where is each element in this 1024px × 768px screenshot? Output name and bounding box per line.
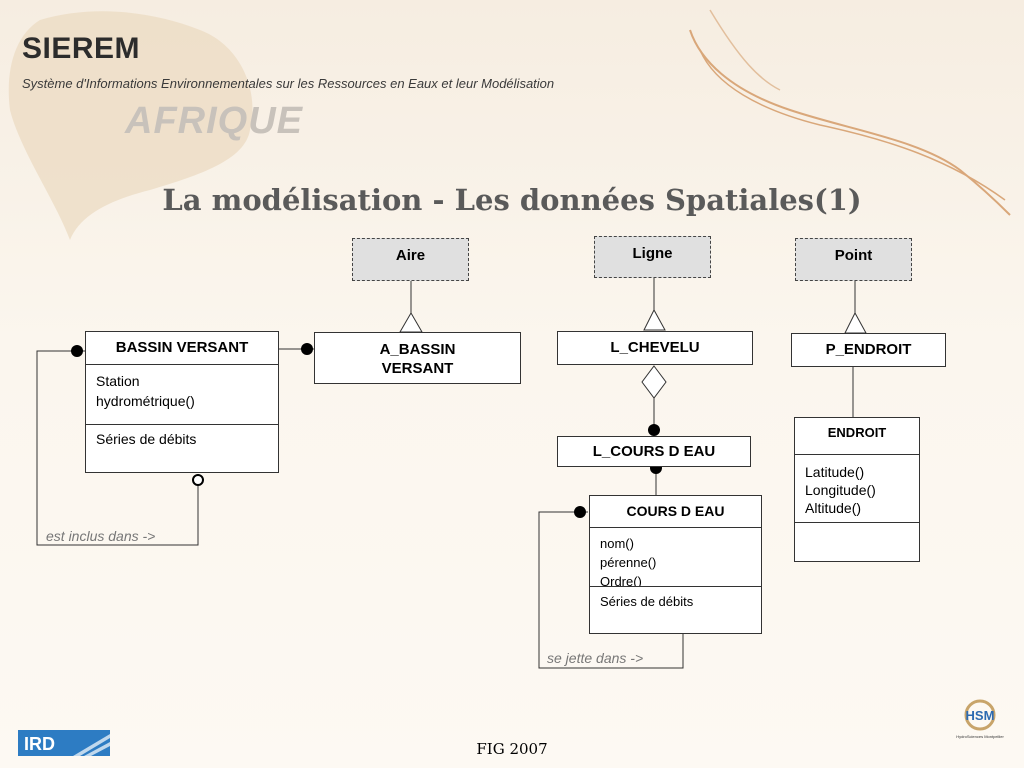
- method: Séries de débits: [96, 431, 197, 447]
- association-dot-cours: [574, 506, 586, 518]
- class-l-chevelu: L_CHEVELU: [557, 331, 753, 365]
- attribute: Station: [96, 373, 140, 389]
- class-name: BASSIN VERSANT: [115, 339, 249, 356]
- class-endroit: ENDROIT Latitude() Longitude() Altitude(…: [794, 417, 920, 562]
- attribute: Ordre(): [600, 574, 642, 586]
- class-attributes: Station hydrométrique(): [86, 364, 278, 424]
- river-curve-1: [689, 29, 1011, 216]
- class-name: COURS D EAU: [626, 503, 725, 519]
- brand-region: AFRIQUE: [125, 100, 303, 142]
- class-cours-d-eau: COURS D EAU nom() pérenne() Ordre() Séri…: [589, 495, 762, 634]
- brand-subtitle: Système d'Informations Environnementales…: [22, 76, 555, 91]
- attribute: pérenne(): [600, 555, 657, 570]
- method: Séries de débits: [600, 594, 694, 609]
- river-curve-2: [699, 49, 1006, 201]
- abstract-class-point: Point: [795, 238, 912, 281]
- abstract-class-label: Aire: [395, 247, 426, 264]
- class-p-endroit: P_ENDROIT: [791, 333, 946, 367]
- attribute: Longitude(): [805, 482, 876, 498]
- class-name: L_COURS D EAU: [592, 443, 716, 460]
- figure-caption: FIG 2007: [476, 740, 548, 758]
- hsm-logo: HSM HydroSciences Montpellier: [956, 699, 1004, 739]
- hsm-logo-text: HSM: [966, 708, 995, 723]
- class-name: L_CHEVELU: [610, 339, 700, 356]
- relation-label-cours: se jette dans ->: [547, 650, 644, 666]
- inheritance-arrow-aire: [399, 312, 423, 333]
- aggregation-diamond: [641, 365, 667, 399]
- class-l-cours-d-eau: L_COURS D EAU: [557, 436, 751, 467]
- inheritance-arrow-ligne: [643, 308, 666, 331]
- class-attributes: nom() pérenne() Ordre(): [590, 527, 761, 586]
- class-a-bassin-versant: A_BASSIN VERSANT: [314, 332, 521, 384]
- attribute: nom(): [600, 536, 634, 551]
- class-name-line: A_BASSIN: [379, 341, 456, 358]
- ird-logo: IRD: [18, 730, 110, 756]
- connector-cours-self: [538, 511, 684, 669]
- abstract-class-label: Point: [834, 247, 873, 264]
- association-optional-circle: [192, 474, 204, 486]
- africa-silhouette: [8, 11, 253, 240]
- inheritance-arrow-point: [844, 311, 867, 334]
- association-dot-abassin: [301, 343, 313, 355]
- attribute: Latitude(): [805, 464, 865, 480]
- relation-label-bassin: est inclus dans ->: [46, 528, 156, 544]
- connector-bassin-self: [36, 350, 199, 546]
- abstract-class-ligne: Ligne: [594, 236, 711, 278]
- class-name: P_ENDROIT: [825, 341, 912, 358]
- river-curve-3: [709, 9, 781, 91]
- hsm-logo-sub: HydroSciences Montpellier: [956, 734, 1004, 739]
- association-dot-lcours-top: [648, 424, 660, 436]
- class-methods: [795, 522, 919, 561]
- class-methods: Séries de débits: [590, 586, 761, 633]
- attribute: Altitude(): [805, 500, 862, 516]
- abstract-class-label: Ligne: [632, 245, 673, 262]
- class-name-line: VERSANT: [381, 360, 454, 377]
- abstract-class-aire: Aire: [352, 238, 469, 281]
- attribute: hydrométrique(): [96, 393, 195, 409]
- class-methods: Séries de débits: [86, 424, 278, 472]
- class-bassin-versant: BASSIN VERSANT Station hydrométrique() S…: [85, 331, 279, 473]
- class-attributes: Latitude() Longitude() Altitude(): [795, 454, 919, 522]
- association-dot-bassin: [71, 345, 83, 357]
- slide-title: La modélisation - Les données Spatiales(…: [162, 183, 862, 217]
- brand-logo-text: SIEREM: [22, 32, 141, 65]
- class-name: ENDROIT: [827, 425, 887, 440]
- ird-logo-text: IRD: [24, 734, 55, 754]
